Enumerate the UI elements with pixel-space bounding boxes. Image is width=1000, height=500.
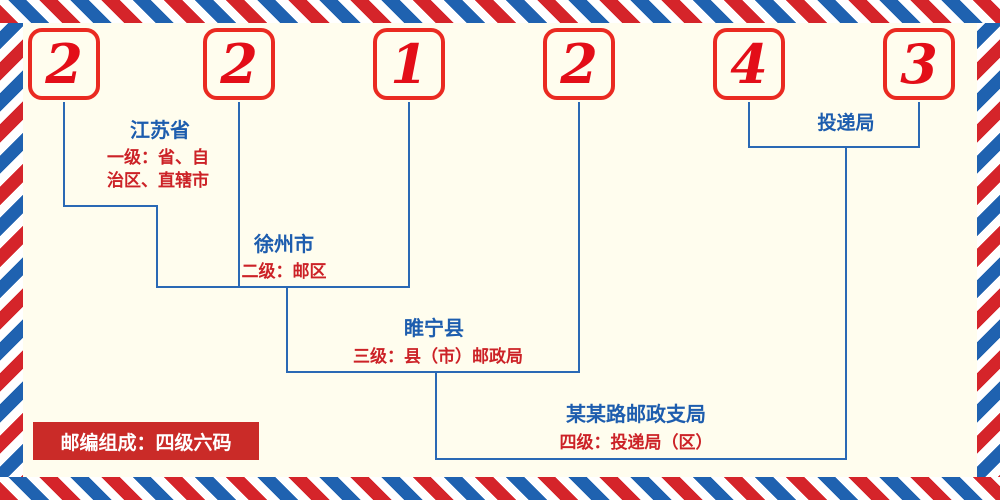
postal-digit-box-5: 4 [713, 28, 785, 100]
delivery-office-label: 投递局 [817, 113, 875, 134]
postal-code-composition-badge: 邮编组成：四级六码 [33, 422, 259, 460]
level3-place-name: 睢宁县 [404, 318, 464, 340]
postal-digit-box-6: 3 [883, 28, 955, 100]
connector-line-shelf2 [156, 286, 410, 288]
postal-digit-box-1: 2 [28, 28, 100, 100]
postal-digit-4: 2 [560, 32, 598, 96]
postal-digit-box-3: 1 [373, 28, 445, 100]
postal-digit-5: 4 [730, 32, 768, 96]
airmail-border-top [0, 0, 1000, 23]
connector-line-stair3 [435, 371, 437, 458]
postal-digit-box-2: 2 [203, 28, 275, 100]
connector-line-digit4-down [578, 102, 580, 373]
level1-desc-line1: 一级：省、自 [107, 148, 209, 167]
connector-line-delivery-bracket [748, 146, 920, 148]
connector-line-shelf4 [435, 458, 847, 460]
connector-line-digit2-down [238, 102, 240, 286]
level2-desc: 二级：邮区 [241, 262, 327, 281]
level2-place-name: 徐州市 [254, 234, 314, 256]
connector-line-digit1-down [63, 102, 65, 205]
airmail-border-bottom [0, 477, 1000, 500]
connector-line-delivery-down [845, 146, 847, 460]
postal-digit-1: 2 [45, 32, 83, 96]
postal-digit-3: 1 [390, 32, 428, 96]
postal-digit-box-4: 2 [543, 28, 615, 100]
level4-desc: 四级：投递局（区） [559, 433, 713, 452]
level4-place-name: 某某路邮政支局 [566, 404, 706, 426]
level1-desc-line2: 治区、直辖市 [107, 171, 209, 190]
level3-desc: 三级：县（市）邮政局 [353, 347, 523, 366]
postal-digit-6: 3 [900, 32, 938, 96]
connector-line-stair2 [286, 286, 288, 371]
level1-place-name: 江苏省 [130, 120, 190, 142]
connector-line-digit3-down [408, 102, 410, 288]
connector-line-digit6-down [918, 102, 920, 146]
airmail-border-left [0, 0, 23, 500]
postal-digit-2: 2 [220, 32, 258, 96]
airmail-border-right [977, 0, 1000, 500]
connector-line-shelf3 [286, 371, 580, 373]
connector-line-digit5-down [748, 102, 750, 146]
connector-line-shelf1 [63, 205, 158, 207]
connector-line-stair1 [156, 205, 158, 286]
